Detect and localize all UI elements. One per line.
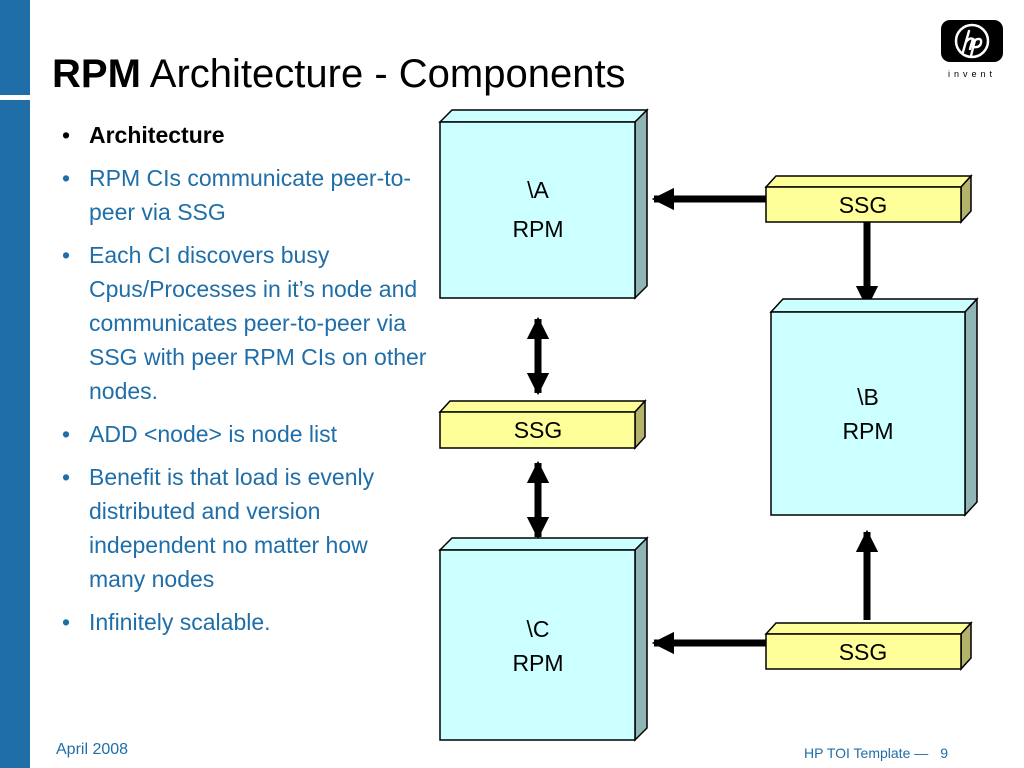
rpm-node-c-name: \C (527, 616, 550, 642)
slide-title-bold: RPM (52, 52, 141, 96)
page-number: 9 (940, 745, 949, 761)
ssg-node-middle: SSG (438, 399, 647, 450)
ssg-node-top: SSG (764, 174, 973, 224)
rpm-node-b: \B RPM (769, 297, 979, 517)
ssg-node-bottom: SSG (764, 621, 973, 671)
bullet-item: Architecture (58, 118, 428, 152)
rpm-node-a: \A RPM (438, 108, 649, 300)
hp-logo-tagline: invent (948, 69, 996, 79)
bullet-list: ArchitectureRPM CIs communicate peer-to-… (58, 118, 428, 648)
rpm-node-b-name: \B (857, 384, 879, 410)
hp-logo: invent (941, 20, 1003, 79)
slide-title: RPM Architecture - Components (52, 52, 626, 97)
bullet-item: Each CI discovers busy Cpus/Processes in… (58, 238, 428, 408)
sidebar-accent-top (0, 0, 30, 95)
bullet-item: RPM CIs communicate peer-to-peer via SSG (58, 161, 428, 229)
bullet-item: Benefit is that load is evenly distribut… (58, 460, 428, 596)
slide-title-rest: Architecture - Components (140, 52, 626, 96)
ssg-node-middle-label: SSG (514, 417, 563, 443)
footer-date: April 2008 (56, 741, 129, 758)
rpm-node-b-label: RPM (842, 418, 893, 444)
ssg-node-top-label: SSG (839, 192, 888, 218)
rpm-node-c: \C RPM (438, 536, 649, 742)
rpm-node-a-name: \A (527, 177, 549, 203)
footer-template: HP TOI Template — 9 (804, 745, 948, 761)
rpm-node-a-label: RPM (512, 216, 563, 242)
bullet-item: Infinitely scalable. (58, 605, 428, 639)
sidebar-accent-bottom (0, 100, 30, 768)
ssg-node-bottom-label: SSG (839, 639, 888, 665)
bullet-item: ADD <node> is node list (58, 417, 428, 451)
footer-template-label: HP TOI Template — (804, 745, 929, 761)
rpm-node-c-label: RPM (512, 650, 563, 676)
